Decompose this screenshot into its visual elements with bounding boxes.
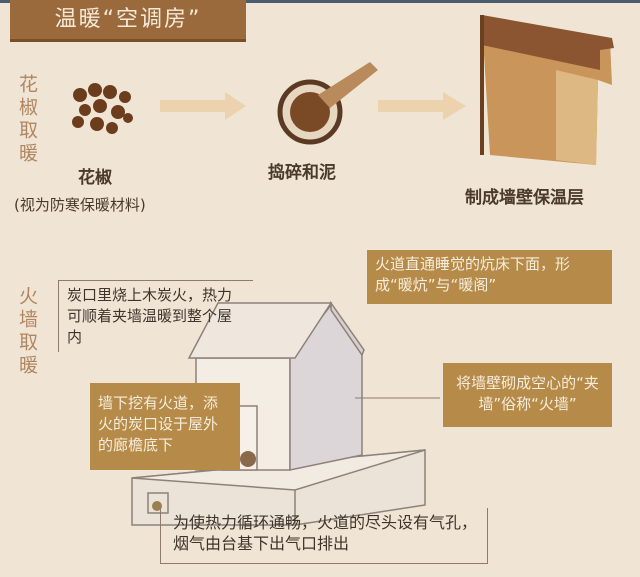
vent-icon (152, 501, 162, 511)
callout-kang: 火道直通睡觉的炕床下面，形成“暖炕”与“暖阁” (367, 250, 612, 304)
arrow-right-icon (160, 92, 246, 120)
step-pepper-note: (视为防寒保暖材料) (14, 196, 146, 214)
callout-charcoal: 炭口里烧上木炭火，热力可顺着夹墙温暖到整个屋内 (58, 280, 253, 352)
arrow-right-icon (378, 92, 466, 120)
callout-firewall: 将墙壁砌成空心的“夹墙”俗称“火墙” (443, 363, 612, 427)
step-crush-label: 捣碎和泥 (268, 163, 336, 183)
top-border (0, 0, 640, 3)
section-label-pepper: 花椒取暖 (16, 74, 38, 166)
callout-vent: 为使热力循环通畅，火道的尽头设有气孔，烟气由台基下出气口排出 (160, 508, 488, 564)
mortar-pestle-icon (277, 62, 378, 145)
peppercorn-icon (72, 83, 133, 134)
charcoal-fire-icon (240, 451, 256, 467)
section-label-firewall: 火墙取暖 (16, 286, 38, 378)
title-banner: 温暖“空调房” (10, 0, 246, 42)
callout-tunnel: 墙下挖有火道，添火的炭口设于屋外的廊檐底下 (90, 383, 240, 470)
step-wall-label: 制成墙壁保温层 (465, 188, 584, 208)
wall-insulation-icon (480, 15, 614, 165)
step-pepper-label: 花椒 (78, 168, 112, 188)
